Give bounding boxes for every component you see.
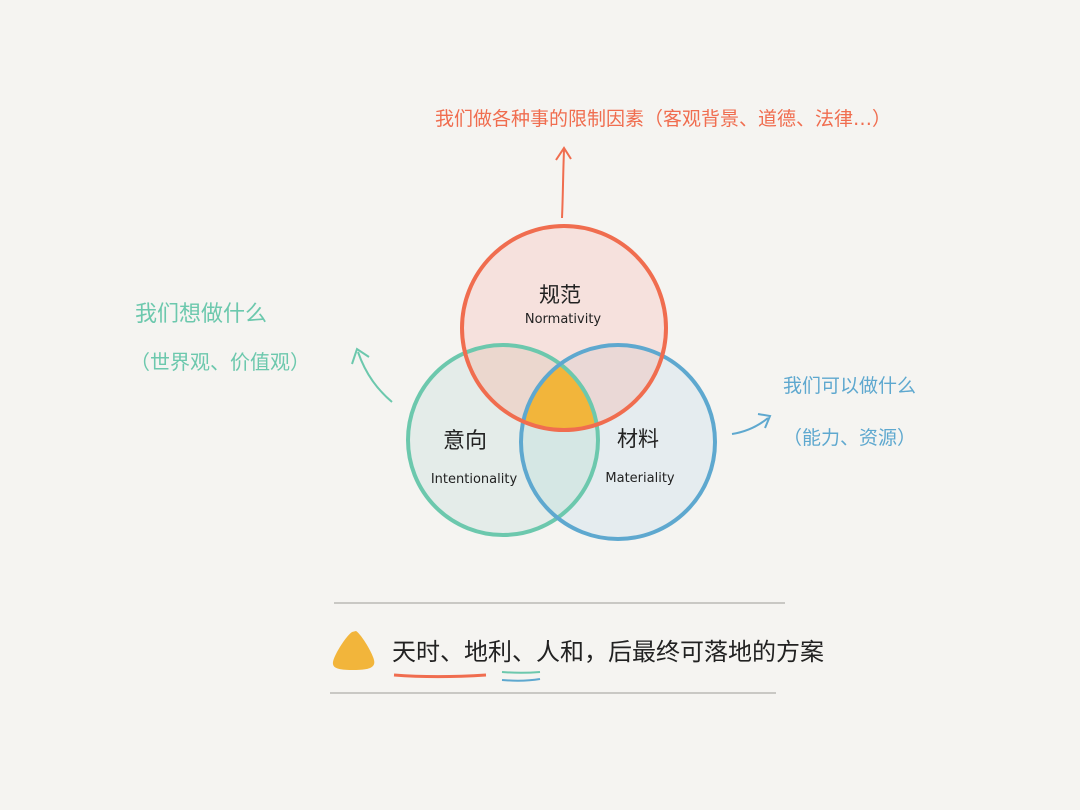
normativity-label-en: Normativity	[525, 312, 602, 327]
legend-text: 天时、地利、人和，后最终可落地的方案	[392, 638, 824, 666]
triple-intersection	[521, 345, 598, 430]
legend-swatch	[332, 631, 375, 670]
materiality-label-zh: 材料	[617, 427, 659, 451]
legend-underline-teal	[501, 671, 541, 674]
intentionality-label-en: Intentionality	[431, 472, 518, 487]
intentionality-label-zh: 意向	[443, 429, 487, 454]
right-arrow	[731, 417, 769, 435]
intentionality-circle	[406, 343, 600, 537]
left-annotation-line1: 我们想做什么	[135, 302, 267, 327]
top-arrow	[561, 149, 565, 219]
top-arrowhead	[555, 146, 572, 161]
legend-underline-red	[393, 673, 487, 678]
normativity-label-zh: 规范	[539, 283, 581, 307]
left-arrow	[357, 351, 393, 403]
left-arrowhead	[351, 347, 370, 365]
normativity-circle	[460, 224, 668, 432]
materiality-circle	[519, 343, 717, 541]
left-annotation-line2: （世界观、价值观）	[130, 350, 310, 374]
materiality-label-en: Materiality	[605, 471, 675, 486]
legend-underline-blue	[501, 678, 541, 682]
top-annotation: 我们做各种事的限制因素（客观背景、道德、法律…）	[435, 108, 891, 130]
right-annotation-line2: （能力、资源）	[783, 427, 916, 449]
right-arrowhead	[757, 413, 772, 429]
right-annotation-line1: 我们可以做什么	[783, 375, 916, 397]
